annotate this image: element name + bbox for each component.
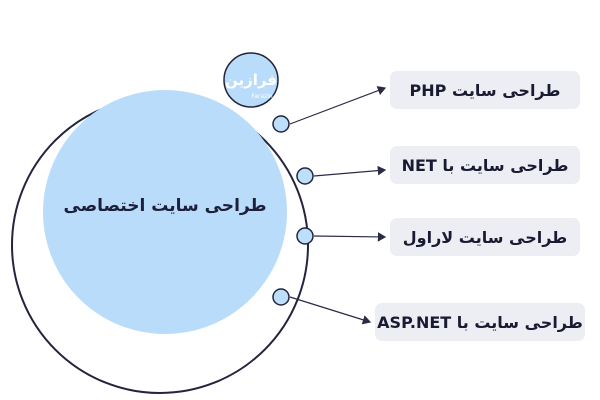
connector-1 xyxy=(313,165,387,177)
connector-0 xyxy=(289,86,387,125)
center-circle xyxy=(43,90,287,334)
item-box-php: طراحی سایت PHP xyxy=(390,71,580,109)
ring-node-2 xyxy=(296,227,314,245)
logo: فرازین Farazin xyxy=(223,52,279,108)
logo-circle xyxy=(223,52,279,108)
item-box-aspnet: طراحی سایت با ASP.NET xyxy=(375,303,585,341)
connector-3 xyxy=(289,296,372,325)
item-box-laravel: طراحی سایت لاراول xyxy=(390,218,580,256)
connector-2 xyxy=(313,232,387,242)
ring-node-3 xyxy=(272,288,290,306)
logo-text: فرازین xyxy=(225,71,277,89)
center-label: طراحی سایت اختصاصی xyxy=(63,196,267,216)
ring-node-0 xyxy=(272,115,290,133)
ring-node-1 xyxy=(296,167,314,185)
logo-subtext: Farazin xyxy=(251,93,273,100)
item-box-net: طراحی سایت با NET xyxy=(390,146,580,184)
